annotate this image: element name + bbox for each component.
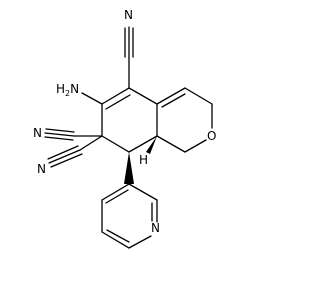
structure-diagram: N H2N N N O H N [33, 8, 216, 249]
bond-c6-c5 [101, 87, 130, 105]
pyr-bond-1 [101, 183, 130, 201]
triple-left1-1 [44, 132, 75, 137]
atom-o-ring: O [207, 129, 216, 143]
bond-c7-cn2 [79, 135, 103, 151]
triple-left1-3 [44, 136, 74, 141]
bond-o-c1 [184, 139, 207, 153]
bond-c5-c4a [128, 87, 158, 105]
bond-c4-c3 [184, 87, 213, 105]
triple-left2-2 [47, 145, 79, 160]
pyr-bond-3 [101, 231, 130, 249]
triple-left1-2 [45, 128, 75, 133]
pyr-bond-1-double [105, 189, 129, 204]
triple-left2-1 [48, 149, 81, 164]
pyr-bond-6 [128, 183, 158, 201]
bond-c6-nh2 [81, 92, 103, 105]
atom-n-nitrile-left2: N [37, 162, 46, 176]
molecule-canvas: N H2N N N O H N [33, 8, 217, 249]
atom-h-ring-junction: H [139, 153, 148, 167]
atom-n-nitrile-left1: N [33, 126, 42, 140]
bond-c4a-c4 [156, 87, 186, 105]
bond-c8-c7 [101, 135, 130, 153]
bond-c6-c5-double [105, 94, 131, 110]
atom-nh2: H2N [56, 82, 79, 98]
bond-c4a-c4-double [161, 93, 186, 108]
pyr-bond-4 [128, 235, 152, 249]
triple-left2-3 [50, 153, 83, 168]
bond-c8a-c8 [128, 135, 158, 153]
bond-c1-c8a [156, 135, 186, 153]
pyr-bond-3-double [106, 229, 130, 243]
atom-n-nitrile-top: N [124, 8, 133, 22]
wedge-c8-pyridine [124, 152, 134, 184]
atom-n-pyridine: N [151, 221, 160, 235]
wedge-c8a-h [146, 136, 157, 154]
